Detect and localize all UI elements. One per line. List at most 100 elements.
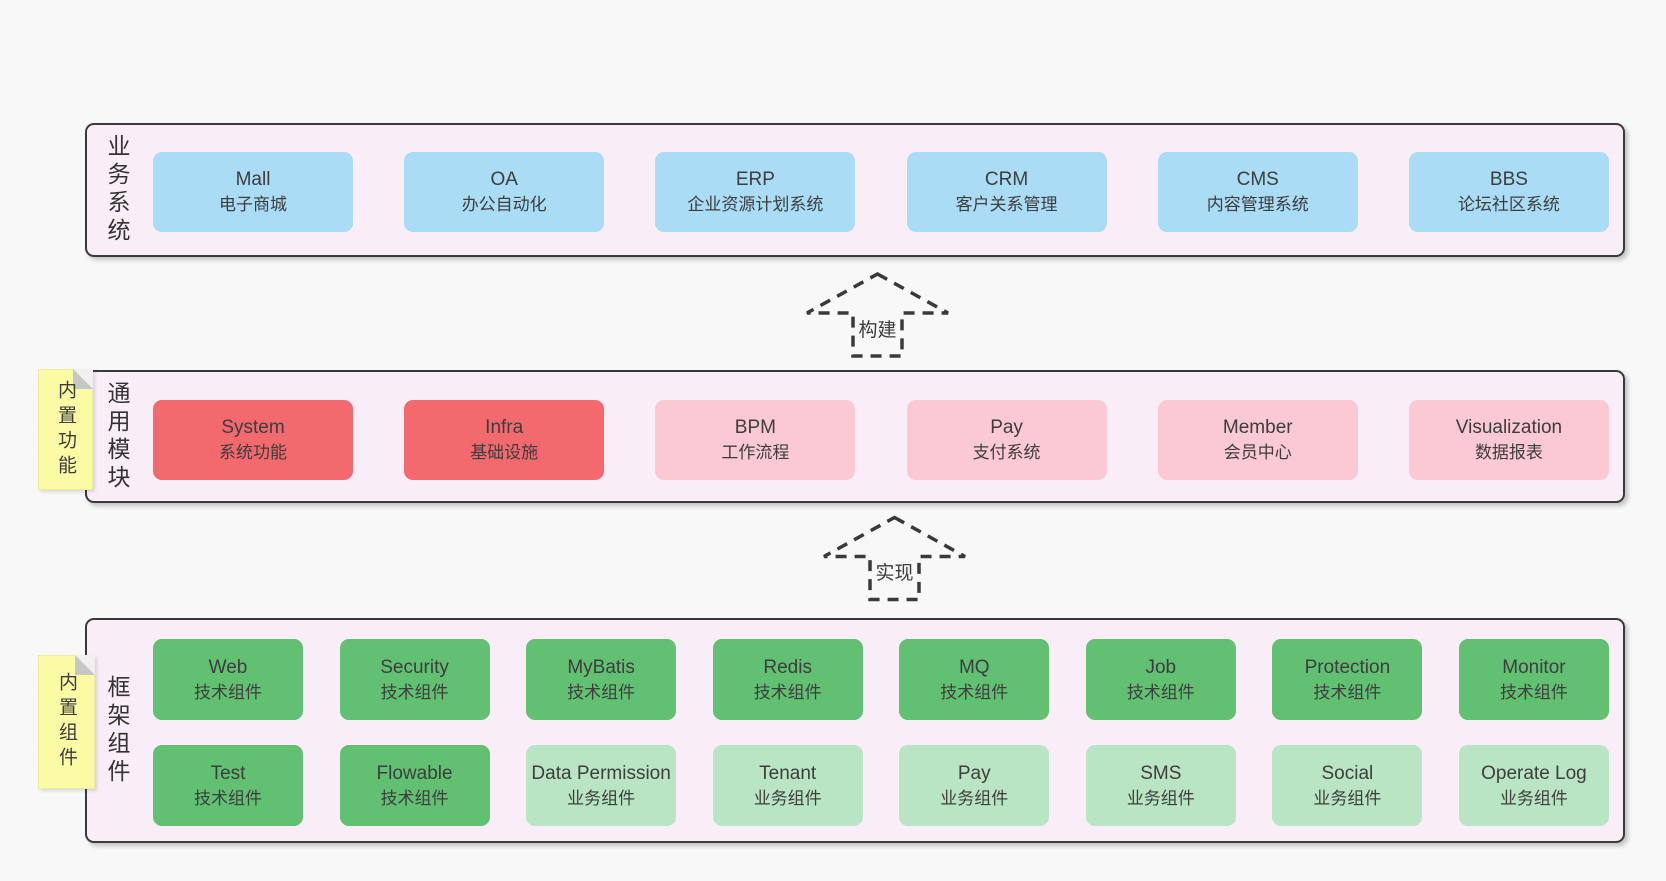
- module-box-bbs: BBS 论坛社区系统: [1408, 152, 1609, 232]
- component-subtitle: 技术组件: [940, 682, 1009, 702]
- sticky-note-built-in-components: 内置组件: [38, 655, 95, 789]
- component-box-sms: SMS 业务组件: [1085, 745, 1236, 826]
- component-title: Operate Log: [1481, 762, 1587, 784]
- module-title: BBS: [1489, 169, 1528, 191]
- module-box-oa: OA 办公自动化: [404, 152, 605, 232]
- component-title: Protection: [1304, 656, 1391, 678]
- module-subtitle: 内容管理系统: [1206, 195, 1309, 215]
- component-box-operate-log: Operate Log 业务组件: [1458, 745, 1609, 826]
- module-box-visualization: Visualization 数据报表: [1408, 400, 1609, 480]
- component-subtitle: 技术组件: [567, 682, 636, 702]
- band-business-systems-label: 业务系统: [104, 134, 130, 246]
- arrow-build: 构建: [805, 272, 950, 358]
- module-subtitle: 工作流程: [721, 443, 790, 463]
- component-title: Flowable: [376, 762, 453, 784]
- component-box-redis: Redis 技术组件: [712, 639, 863, 720]
- component-title: MyBatis: [567, 656, 635, 678]
- component-box-pay: Pay 业务组件: [899, 745, 1050, 826]
- module-subtitle: 企业资源计划系统: [687, 195, 824, 215]
- component-title: Pay: [957, 762, 991, 784]
- module-title: Infra: [485, 417, 524, 439]
- component-subtitle: 业务组件: [567, 788, 636, 808]
- component-box-data-permission: Data Permission 业务组件: [526, 745, 677, 826]
- component-box-mq: MQ 技术组件: [899, 639, 1050, 720]
- module-title: Visualization: [1455, 417, 1563, 439]
- component-subtitle: 技术组件: [380, 788, 449, 808]
- component-title: SMS: [1140, 762, 1182, 784]
- module-box-mall: Mall 电子商城: [153, 152, 353, 232]
- component-subtitle: 业务组件: [1126, 788, 1195, 808]
- module-box-pay: Pay 支付系统: [906, 400, 1107, 480]
- component-title: Security: [380, 656, 449, 678]
- component-subtitle: 技术组件: [1313, 682, 1382, 702]
- arrow-implement-label: 实现: [872, 557, 917, 586]
- folded-corner-icon: [73, 369, 93, 389]
- band-framework-components-label: 框架组件: [104, 674, 130, 787]
- module-subtitle: 数据报表: [1474, 443, 1543, 463]
- component-title: Redis: [763, 656, 812, 678]
- component-title: Test: [210, 762, 246, 784]
- module-title: Pay: [990, 417, 1023, 439]
- band-business-systems: 业务系统 Mall 电子商城 OA 办公自动化 ERP 企业资源计划系统 CRM…: [85, 123, 1625, 257]
- component-title: Data Permission: [531, 762, 671, 784]
- module-title: Mall: [235, 169, 271, 191]
- component-box-protection: Protection 技术组件: [1272, 639, 1423, 720]
- band-common-modules-label: 通用模块: [104, 380, 130, 493]
- module-title: CRM: [984, 169, 1029, 191]
- module-title: CMS: [1236, 169, 1279, 191]
- component-subtitle: 技术组件: [1126, 682, 1195, 702]
- sticky-note-label: 内置组件: [56, 672, 77, 772]
- module-title: OA: [490, 169, 518, 191]
- module-title: ERP: [735, 169, 775, 191]
- module-box-system: System 系统功能: [153, 400, 353, 480]
- component-box-monitor: Monitor 技术组件: [1458, 639, 1609, 720]
- band-common-modules: 通用模块 System 系统功能 Infra 基础设施 BPM 工作流程 Pay…: [85, 370, 1625, 503]
- module-subtitle: 会员中心: [1223, 443, 1292, 463]
- component-subtitle: 业务组件: [1499, 788, 1568, 808]
- band-framework-components: 框架组件 Web 技术组件 Security 技术组件 MyBatis 技术组件…: [85, 618, 1625, 843]
- module-subtitle: 基础设施: [470, 443, 539, 463]
- component-subtitle: 业务组件: [753, 788, 822, 808]
- component-title: MQ: [958, 656, 990, 678]
- module-title: Member: [1222, 417, 1293, 439]
- module-title: BPM: [734, 417, 776, 439]
- module-subtitle: 客户关系管理: [955, 195, 1058, 215]
- component-subtitle: 业务组件: [1313, 788, 1382, 808]
- component-box-web: Web 技术组件: [153, 639, 303, 720]
- module-box-bpm: BPM 工作流程: [655, 400, 856, 480]
- up-arrow-icon: [823, 515, 966, 602]
- component-subtitle: 技术组件: [194, 682, 262, 702]
- module-subtitle: 系统功能: [219, 443, 287, 463]
- folded-corner-icon: [75, 655, 95, 675]
- module-box-crm: CRM 客户关系管理: [906, 152, 1107, 232]
- component-box-mybatis: MyBatis 技术组件: [526, 639, 677, 720]
- component-box-test: Test 技术组件: [153, 745, 303, 826]
- component-subtitle: 技术组件: [753, 682, 822, 702]
- component-title: Social: [1321, 762, 1374, 784]
- module-box-member: Member 会员中心: [1157, 400, 1358, 480]
- sticky-note-label: 内置功能: [55, 379, 76, 480]
- module-box-infra: Infra 基础设施: [404, 400, 605, 480]
- module-subtitle: 支付系统: [972, 443, 1041, 463]
- component-title: Web: [208, 656, 248, 678]
- module-subtitle: 论坛社区系统: [1457, 195, 1560, 215]
- module-box-erp: ERP 企业资源计划系统: [655, 152, 856, 232]
- component-box-social: Social 业务组件: [1272, 745, 1423, 826]
- component-title: Monitor: [1502, 656, 1566, 678]
- component-box-flowable: Flowable 技术组件: [339, 745, 490, 826]
- arrow-build-label: 构建: [855, 314, 900, 343]
- component-subtitle: 技术组件: [1499, 682, 1568, 702]
- component-subtitle: 业务组件: [940, 788, 1009, 808]
- component-subtitle: 技术组件: [380, 682, 449, 702]
- up-arrow-icon: [806, 272, 949, 358]
- component-subtitle: 技术组件: [194, 788, 262, 808]
- component-title: Tenant: [759, 762, 817, 784]
- module-subtitle: 办公自动化: [461, 195, 547, 215]
- component-box-security: Security 技术组件: [339, 639, 490, 720]
- sticky-note-built-in-features: 内置功能: [38, 369, 93, 490]
- module-title: System: [221, 417, 285, 439]
- arrow-implement: 实现: [822, 515, 967, 602]
- component-box-tenant: Tenant 业务组件: [712, 745, 863, 826]
- component-box-job: Job 技术组件: [1085, 639, 1236, 720]
- module-subtitle: 电子商城: [219, 195, 287, 215]
